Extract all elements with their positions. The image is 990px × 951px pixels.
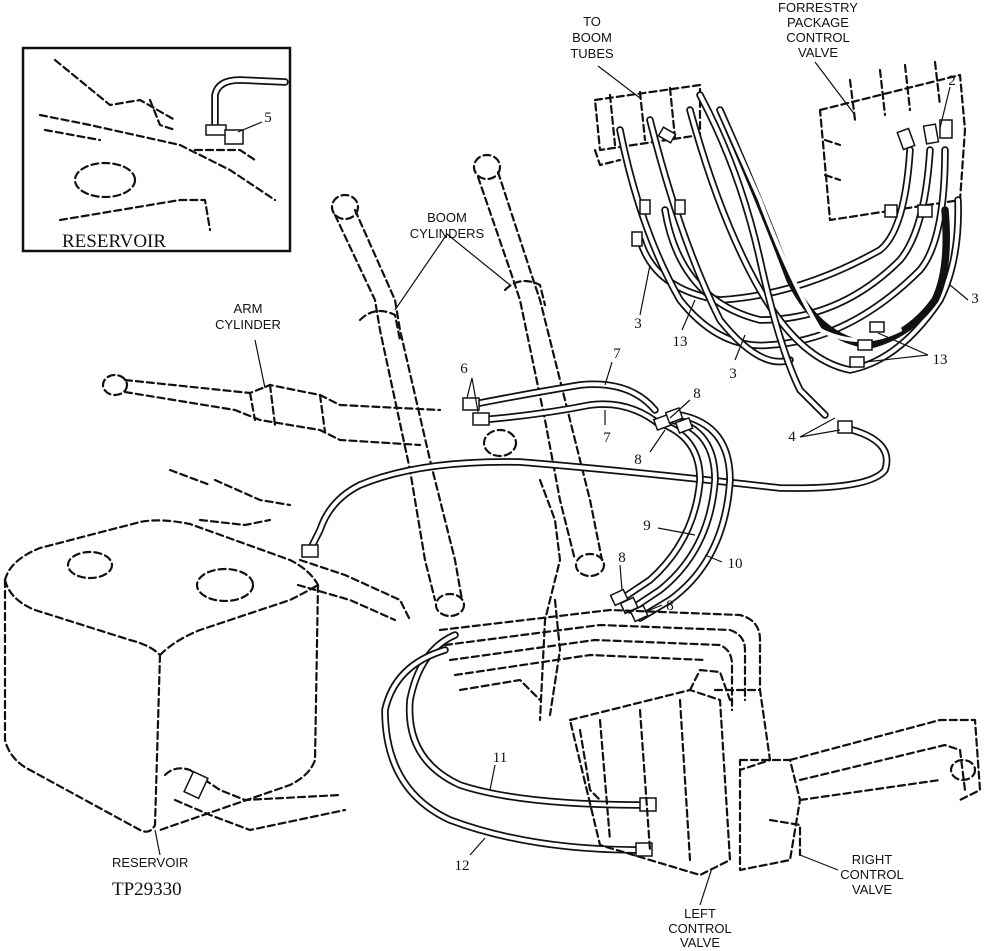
tank-filler-cap xyxy=(195,567,255,603)
reservoir-label: RESERVOIR xyxy=(112,855,188,870)
callout-13b: 13 xyxy=(933,352,948,368)
callout-7b: 7 xyxy=(603,430,611,446)
callout-2: 2 xyxy=(948,73,956,89)
callout-8b: 8 xyxy=(634,452,642,468)
callout-12: 12 xyxy=(455,858,470,874)
arm-label-line1: ARM xyxy=(234,301,263,316)
hoses-11-12 xyxy=(381,631,657,857)
callout-4: 4 xyxy=(788,429,796,445)
forestry-line1: FORRESTRY xyxy=(778,0,858,15)
hose-4 xyxy=(301,420,891,558)
boom-cylinder-left xyxy=(330,193,466,618)
inset-tank-edge xyxy=(38,113,277,202)
tank-right-side xyxy=(158,583,320,832)
forestry-line2: PACKAGE xyxy=(787,15,849,30)
to-boom-line3: TUBES xyxy=(570,46,614,61)
callout-8d: 8 xyxy=(666,598,674,614)
arm-label-line2: CYLINDER xyxy=(215,317,281,332)
callout-11: 11 xyxy=(493,750,507,766)
right-valve-line1: RIGHT xyxy=(852,852,893,867)
forestry-line4: VALVE xyxy=(798,45,838,60)
left-control-valve xyxy=(568,668,772,877)
tank-return-pipe xyxy=(298,558,412,622)
callout-3a: 3 xyxy=(634,316,642,332)
figure-id: TP29330 xyxy=(112,879,182,900)
callout-13a: 13 xyxy=(673,334,688,350)
callout-3c: 3 xyxy=(971,291,979,307)
right-valve-line3: VALVE xyxy=(852,882,892,897)
inset-reservoir-label: RESERVOIR xyxy=(62,231,166,252)
tank-outlet-pipe xyxy=(163,767,342,802)
left-valve-line2: CONTROL xyxy=(668,921,732,936)
lower-tube-bundle xyxy=(438,608,762,712)
to-boom-line2: BOOM xyxy=(572,30,612,45)
inset-tank-lower xyxy=(58,198,212,232)
callout-5: 5 xyxy=(264,110,272,126)
to-boom-line1: TO xyxy=(583,14,601,29)
right-valve-line2: CONTROL xyxy=(840,867,904,882)
boom-label-line1: BOOM xyxy=(427,210,467,225)
callout-3b: 3 xyxy=(729,366,737,382)
hose-bundle-upper xyxy=(616,91,962,419)
boom-cylinder-right xyxy=(472,153,606,722)
reservoir-tank: RESERVOIR TP29330 xyxy=(3,468,412,900)
tank-front-edge xyxy=(153,653,162,827)
tank-cap-left xyxy=(66,550,114,580)
right-control-valve xyxy=(738,718,982,872)
tank-top-back xyxy=(3,519,320,587)
callout-7a: 7 xyxy=(613,346,621,362)
callout-8a: 8 xyxy=(693,386,701,402)
hoses-7 xyxy=(462,380,664,429)
arm-cylinder-top-edge xyxy=(123,378,442,412)
inset-filler-cap xyxy=(73,161,137,199)
arm-cylinder-bottom-edge xyxy=(123,390,422,447)
tank-return-fitting-top xyxy=(213,478,292,507)
callout-8c: 8 xyxy=(618,550,626,566)
left-valve-line1: LEFT xyxy=(684,906,716,921)
inset-pipe-upper xyxy=(53,58,177,122)
forestry-control-valve xyxy=(818,60,967,222)
hoses-9-10 xyxy=(609,406,734,623)
callout-9: 9 xyxy=(643,518,651,534)
tank-left-side xyxy=(3,578,157,833)
forestry-line3: CONTROL xyxy=(786,30,850,45)
inset-fitting xyxy=(205,124,227,136)
tank-top-front-edge xyxy=(3,578,162,657)
inset-tee-fitting xyxy=(224,129,244,145)
callout-6: 6 xyxy=(460,361,468,377)
inset-detail: 5 RESERVOIR xyxy=(21,46,292,253)
arm-cylinder: ARM CYLINDER xyxy=(101,301,518,458)
left-valve-line3: VALVE xyxy=(680,935,720,950)
callout-10: 10 xyxy=(728,556,743,572)
boom-label-line2: CYLINDERS xyxy=(410,226,485,241)
